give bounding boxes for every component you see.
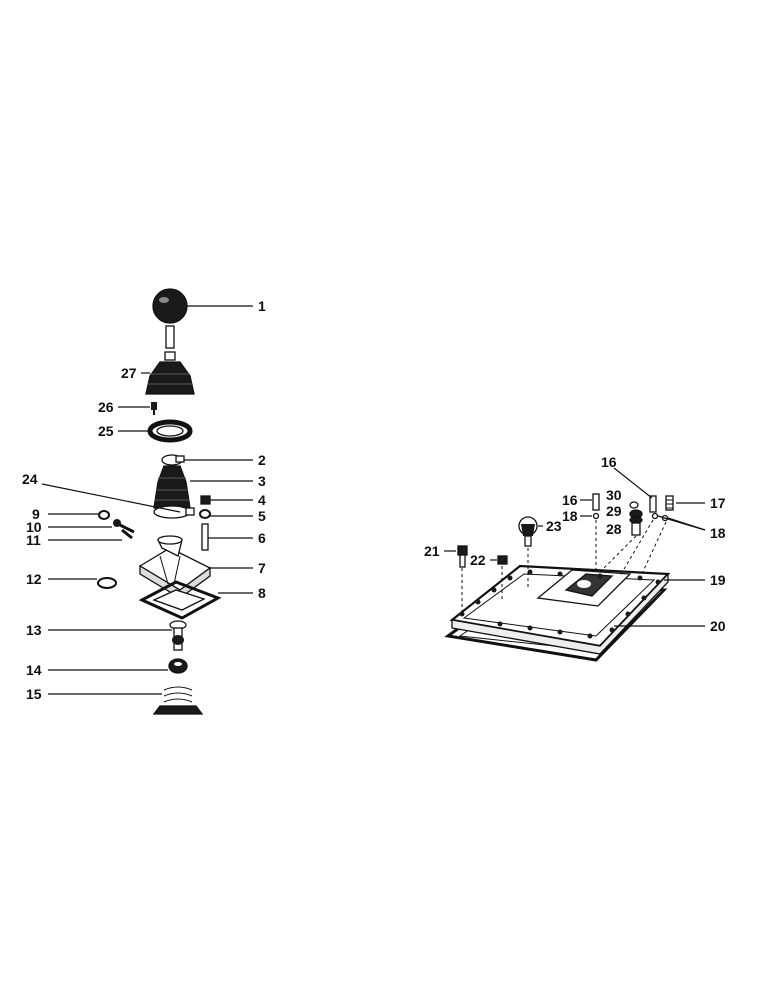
- callout-29: 29: [606, 503, 622, 519]
- callout-2: 2: [258, 452, 266, 468]
- right-leader-lines: [444, 467, 706, 627]
- part-nut-4: [200, 495, 211, 505]
- part-ball-18-left: [592, 512, 600, 520]
- plate-bolt-holes: [459, 569, 661, 639]
- callout-27: 27: [121, 365, 137, 381]
- callout-30: 30: [606, 487, 622, 503]
- part-bolt-10: [113, 519, 135, 534]
- callout-22: 22: [470, 552, 486, 568]
- callout-23: 23: [546, 518, 562, 534]
- part-o-ring: [97, 577, 117, 589]
- callout-7: 7: [258, 560, 266, 576]
- callout-24: 24: [22, 471, 38, 487]
- callout-15: 15: [26, 686, 42, 702]
- callout-28: 28: [606, 521, 622, 537]
- part-housing: [138, 535, 212, 599]
- callout-3: 3: [258, 473, 266, 489]
- part-spring-base: [152, 686, 204, 715]
- part-lever-top: [165, 325, 175, 349]
- part-pin-16-left: [592, 493, 600, 511]
- callout-17: 17: [710, 495, 726, 511]
- callout-13: 13: [26, 622, 42, 638]
- callout-16-right: 16: [601, 454, 617, 470]
- shift-lever-assembly: [97, 288, 222, 715]
- callout-4: 4: [258, 492, 266, 508]
- part-stack-28-30: [629, 501, 643, 536]
- part-bolt-21: [457, 545, 468, 568]
- part-plug-23: [518, 516, 538, 547]
- callout-6: 6: [258, 530, 266, 546]
- callout-12: 12: [26, 571, 42, 587]
- callout-8: 8: [258, 585, 266, 601]
- part-lower-boot: [153, 465, 191, 509]
- callout-26: 26: [98, 399, 114, 415]
- part-retainer-ring: [147, 419, 193, 443]
- callout-5: 5: [258, 508, 266, 524]
- part-nut-22: [497, 555, 508, 565]
- part-clamp-top: [161, 454, 185, 466]
- callout-11: 11: [26, 532, 41, 548]
- part-washer-9: [98, 510, 110, 520]
- callout-16-left: 16: [562, 492, 578, 508]
- callout-1: 1: [258, 298, 266, 314]
- callout-18-left: 18: [562, 508, 578, 524]
- part-upper-boot: [145, 351, 195, 395]
- callout-19: 19: [710, 572, 726, 588]
- part-bolt-11: [121, 528, 133, 540]
- callout-21: 21: [424, 543, 440, 559]
- part-ball-18-right: [651, 512, 659, 520]
- part-washer-5: [199, 509, 211, 519]
- callout-18-right: 18: [710, 525, 726, 541]
- left-leader-lines: [41, 305, 253, 695]
- alignment-lines: [461, 519, 667, 612]
- part-gasket-8: [138, 580, 222, 620]
- left-callouts: 1 27 26 25 2 24 3 4 5 9 10 11 6 7 12 8 1…: [22, 298, 266, 702]
- part-seat: [168, 658, 188, 674]
- callout-9: 9: [32, 506, 40, 522]
- callout-25: 25: [98, 423, 114, 439]
- part-spring-17: [665, 495, 674, 511]
- part-knob: [152, 288, 188, 324]
- part-screw-26: [151, 402, 157, 415]
- part-lever-shaft: [169, 620, 187, 651]
- right-callouts: 16 16 30 17 29 18 18 28 23 21 22 19 20: [424, 454, 726, 634]
- part-pin-16-right: [649, 495, 657, 513]
- callout-20: 20: [710, 618, 726, 634]
- callout-14: 14: [26, 662, 42, 678]
- callout-10: 10: [26, 519, 42, 535]
- part-stud-6: [201, 523, 209, 551]
